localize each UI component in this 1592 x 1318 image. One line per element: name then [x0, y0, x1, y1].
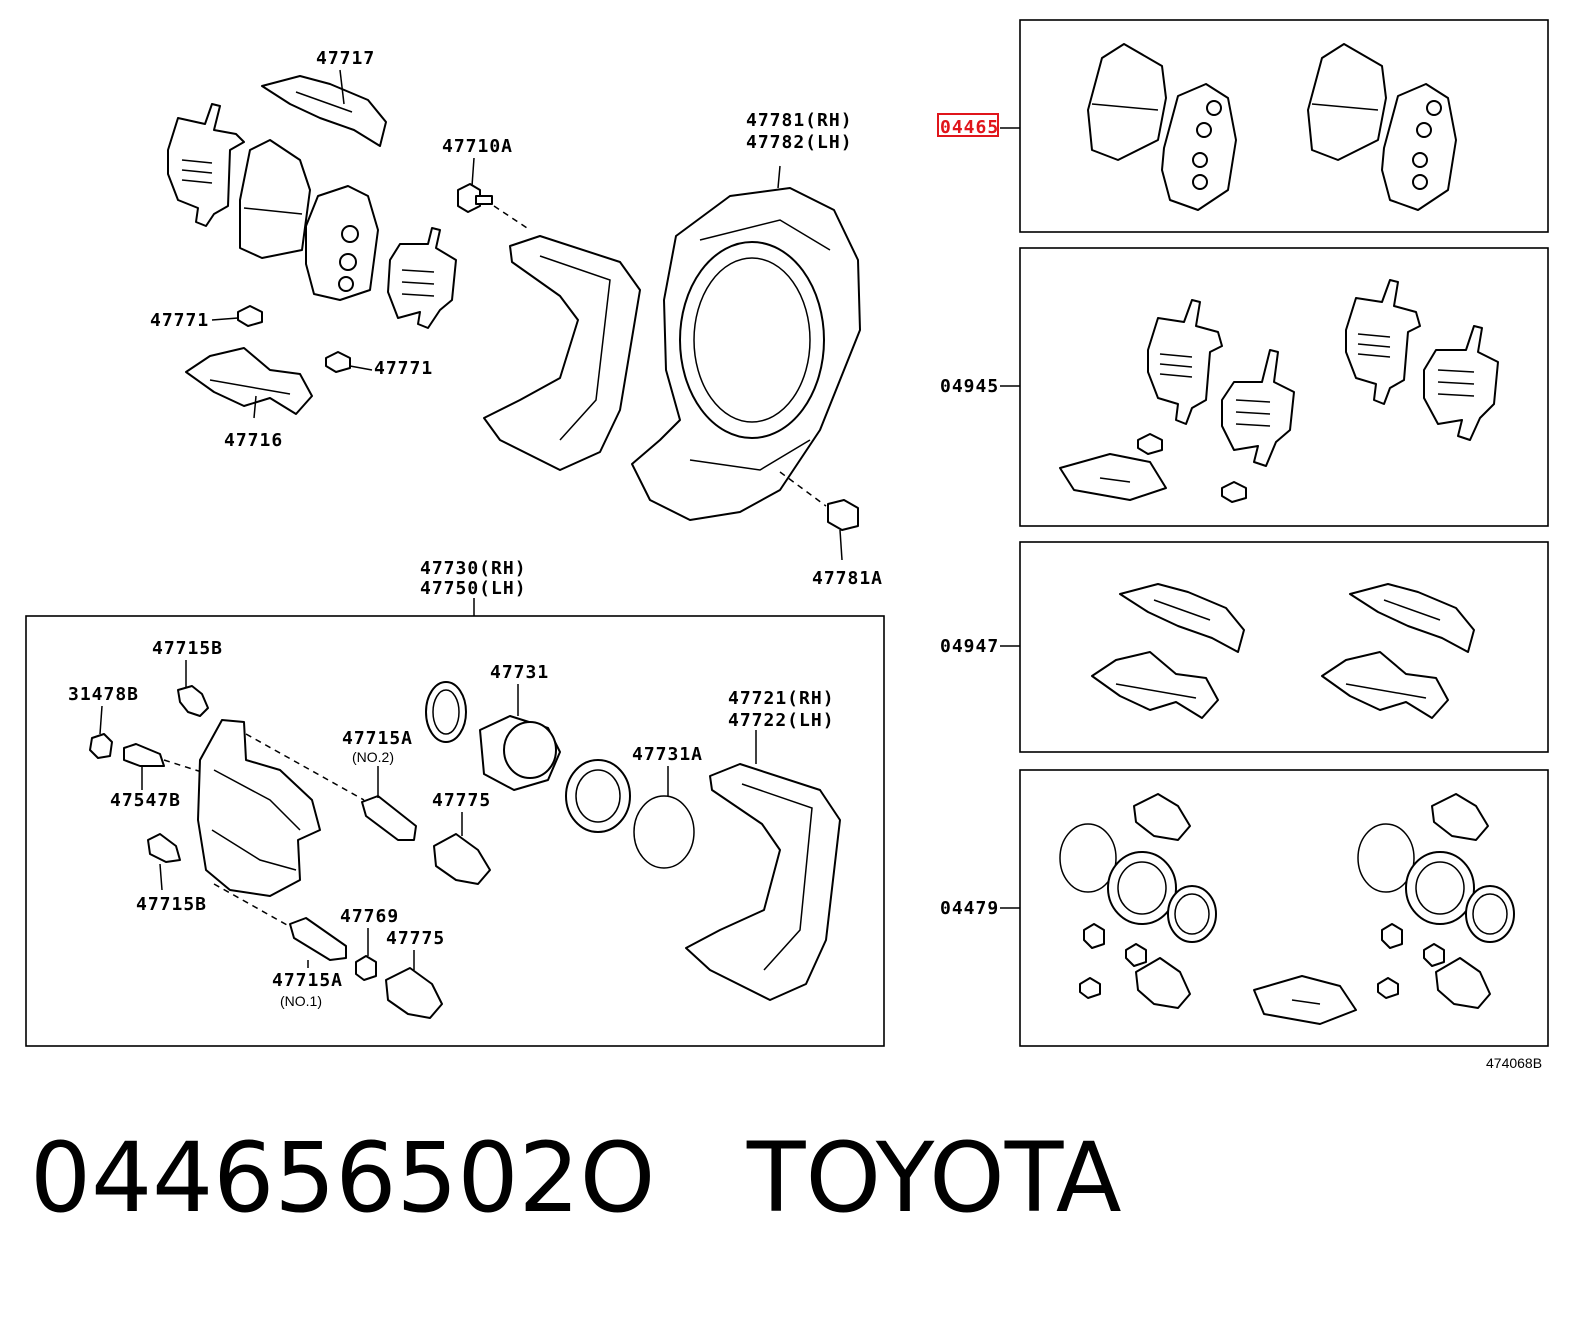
label-47781A: 47781A [812, 568, 883, 589]
label-47750-lh: 47750(LH) [420, 578, 527, 599]
kit-label-04479[interactable]: 04479 [940, 898, 999, 919]
label-47730-rh: 47730(RH) [420, 558, 527, 579]
kit-label-04945[interactable]: 04945 [940, 376, 999, 397]
label-47710A: 47710A [442, 136, 513, 157]
label-47715B-top: 47715B [152, 638, 223, 659]
dust-shield [631, 165, 861, 521]
caliper-bracket-upper [483, 235, 641, 471]
label-47715A-no1: 47715A [272, 970, 343, 991]
label-47775-lower: 47775 [386, 928, 445, 949]
note-no1: (NO.1) [280, 993, 322, 1009]
kit-04947-clips [1091, 583, 1475, 719]
kit-04465-pads [1087, 43, 1457, 211]
label-47716: 47716 [224, 430, 283, 451]
caption-separator [655, 1122, 747, 1234]
diagram-ref-code: 474068B [1486, 1055, 1542, 1071]
label-47781-rh: 47781(RH) [746, 110, 853, 131]
highlight-box-04465 [937, 113, 999, 137]
label-47731A: 47731A [632, 744, 703, 765]
label-47771-right: 47771 [374, 358, 433, 379]
kit-box-04947 [1019, 541, 1549, 753]
label-47722-lh: 47722(LH) [728, 710, 835, 731]
kit-box-04465 [1019, 19, 1549, 233]
kit-box-04945 [1019, 247, 1549, 527]
kit-label-04465[interactable]: 04465 [940, 117, 999, 138]
note-no2: (NO.2) [352, 749, 394, 765]
kit-04945-shims [1059, 279, 1499, 503]
part-number: 044656502O [30, 1122, 656, 1234]
label-47547B: 47547B [110, 790, 181, 811]
label-31478B: 31478B [68, 684, 139, 705]
pad-set-upper-left [167, 69, 457, 419]
label-47715B-bottom: 47715B [136, 894, 207, 915]
label-47771-left: 47771 [150, 310, 209, 331]
brand-name: TOYOTA [746, 1122, 1122, 1234]
label-47782-lh: 47782(LH) [746, 132, 853, 153]
label-47731: 47731 [490, 662, 549, 683]
label-47769: 47769 [340, 906, 399, 927]
caption: 044656502O TOYOTA [30, 1130, 1122, 1226]
caliper-assembly-box [25, 615, 885, 1047]
bolt-47781A [779, 471, 859, 561]
label-47721-rh: 47721(RH) [728, 688, 835, 709]
label-47717: 47717 [316, 48, 375, 69]
bolt-47710A [457, 157, 531, 231]
kit-04479-seals [1059, 793, 1515, 1025]
label-47715A-no2: 47715A [342, 728, 413, 749]
caliper-assembly-parts [89, 660, 841, 1019]
label-47775-upper: 47775 [432, 790, 491, 811]
kit-label-04947[interactable]: 04947 [940, 636, 999, 657]
